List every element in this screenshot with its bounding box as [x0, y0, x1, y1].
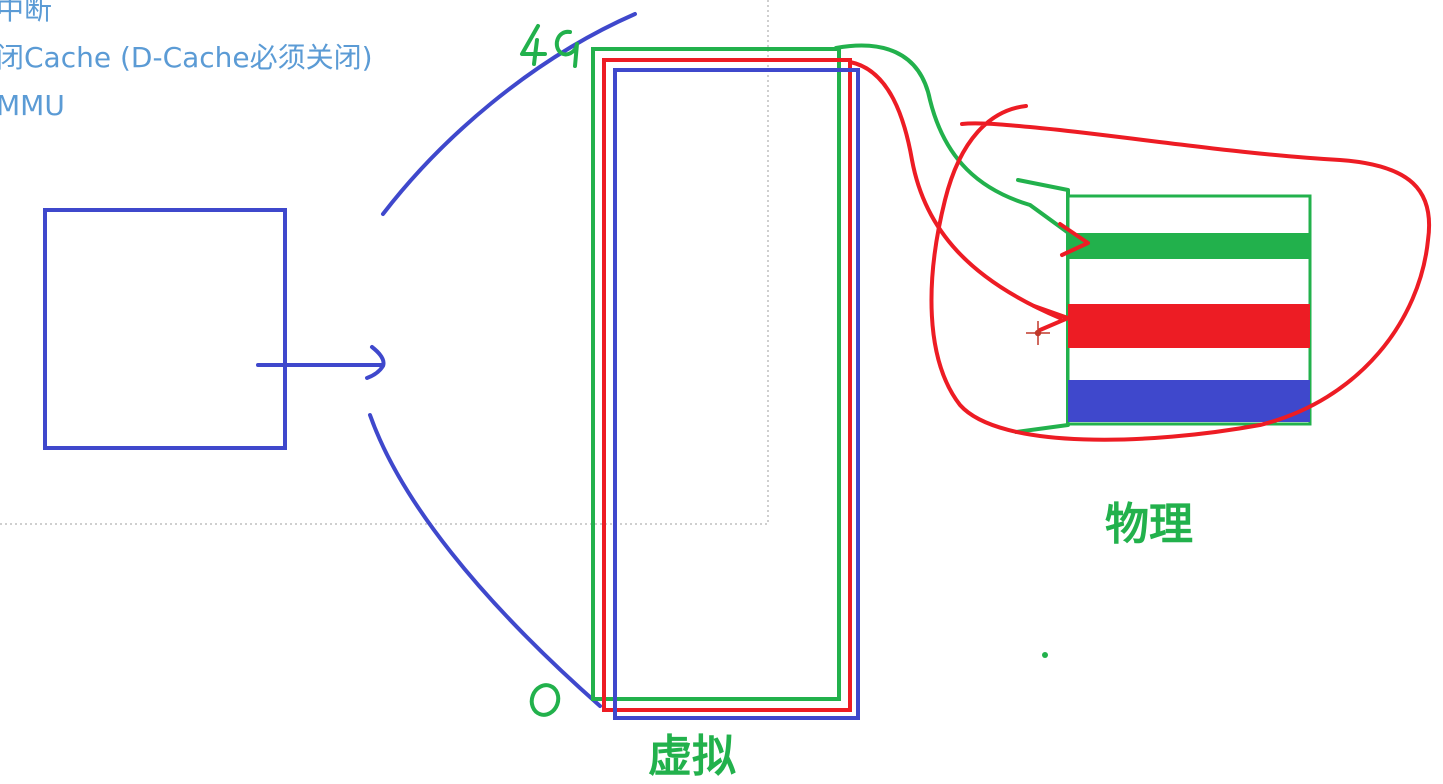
red-loop — [929, 104, 1432, 442]
physical-block-red — [1068, 304, 1310, 348]
top-address-handwritten — [520, 24, 579, 68]
virtual-memory-label: 虚拟 — [648, 731, 736, 782]
physical-block-blue — [1068, 380, 1310, 422]
bottom-address-handwritten — [529, 683, 561, 717]
green-arrowhead — [1058, 222, 1090, 257]
note-line-interrupt: 中断 — [0, 0, 53, 26]
red-arrowhead — [1032, 304, 1070, 332]
green-bracket — [1014, 178, 1070, 434]
fan-curve-bottom — [368, 413, 602, 708]
green-mapping-curve — [834, 43, 1087, 247]
cursor-crosshair-icon — [1026, 321, 1050, 345]
note-line-cache: 闭Cache (D-Cache必须关闭) — [0, 41, 373, 74]
physical-block-green — [1068, 233, 1310, 259]
virtual-space-green — [591, 47, 841, 701]
cpu-arrow — [256, 345, 386, 380]
virtual-space-blue — [613, 68, 860, 720]
virtual-space-red — [602, 58, 852, 712]
stray-dot — [1042, 652, 1048, 658]
cpu-box — [43, 208, 287, 450]
slide-notes: 中断 闭Cache (D-Cache必须关闭) MMU — [0, 0, 373, 130]
red-mapping-curve — [848, 60, 1062, 320]
fan-curve-top — [381, 12, 637, 216]
physical-memory-label: 物理 — [1105, 499, 1193, 550]
note-line-mmu: MMU — [0, 89, 65, 122]
